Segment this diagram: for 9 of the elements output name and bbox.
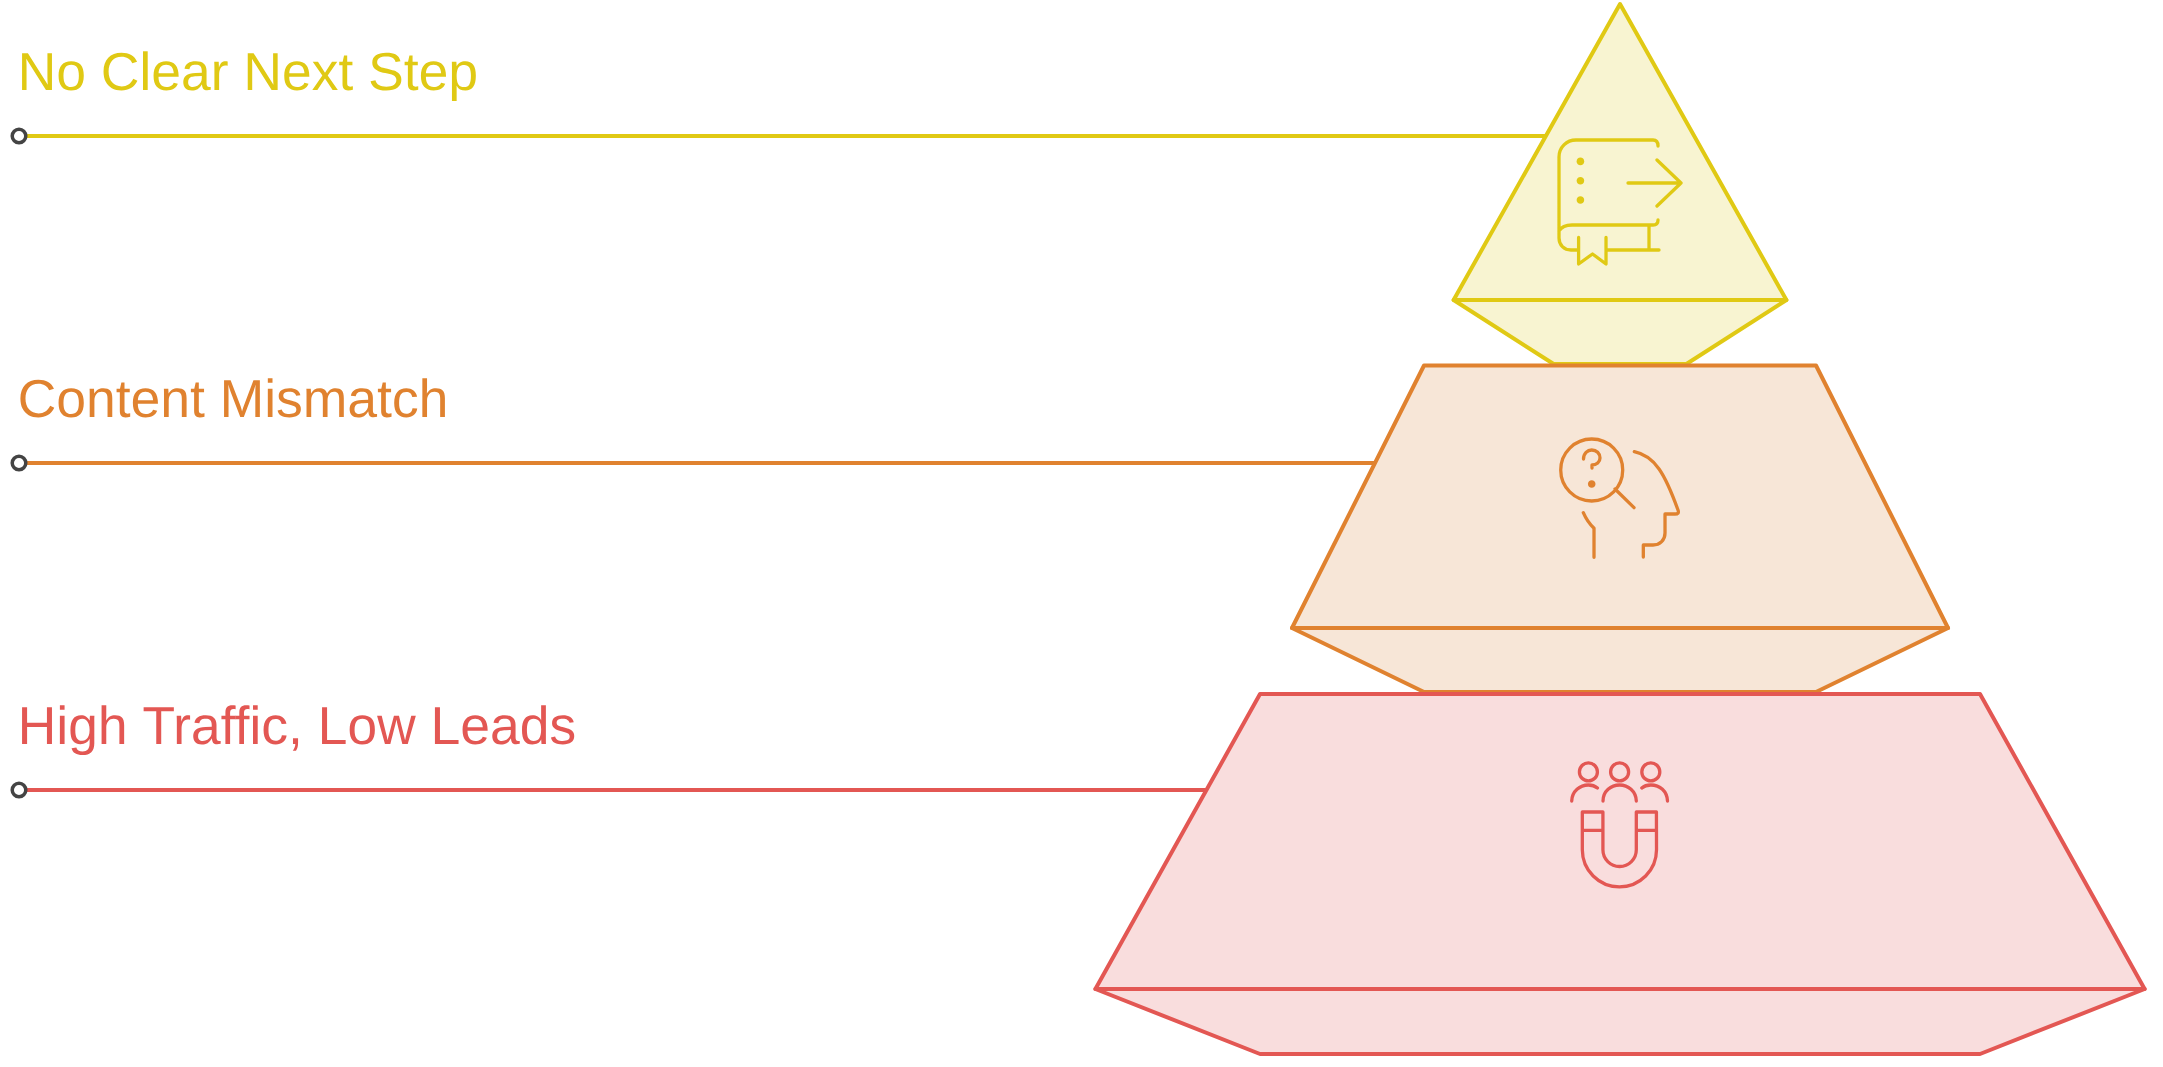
leader-line [10, 781, 1207, 799]
leader-line [10, 454, 1375, 472]
leader-line [10, 127, 1546, 145]
pyramid-layer [1451, 2, 1789, 366]
pyramid-layer [1290, 363, 1950, 694]
level-label: High Traffic, Low Leads [22, 705, 575, 756]
pyramid-layer [1093, 692, 2147, 1056]
level-label: No Clear Next Step [22, 51, 476, 102]
level-label: Content Mismatch [20, 378, 445, 418]
